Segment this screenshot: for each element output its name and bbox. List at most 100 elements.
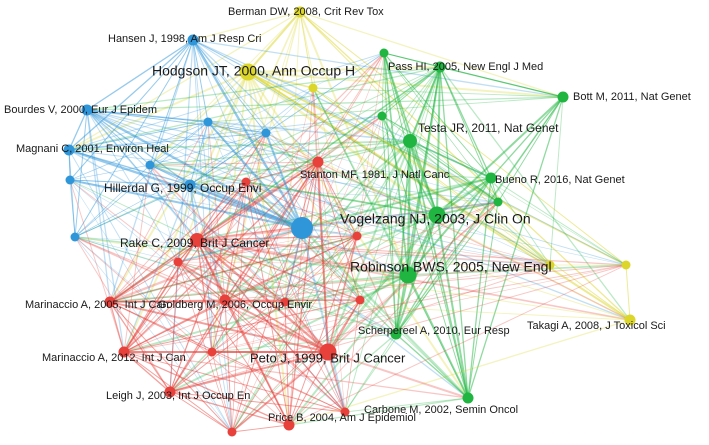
network-link bbox=[247, 11, 301, 73]
node-label-robinson: Robinson BWS, 2005, New Engl bbox=[350, 259, 552, 275]
network-link bbox=[109, 301, 346, 413]
node-r2[interactable] bbox=[352, 231, 362, 241]
network-link bbox=[69, 179, 76, 238]
node-r6[interactable] bbox=[227, 427, 237, 437]
network-link bbox=[86, 109, 247, 183]
network-link bbox=[196, 52, 385, 241]
network-link bbox=[177, 227, 303, 263]
node-g2[interactable] bbox=[377, 111, 387, 121]
network-link bbox=[86, 66, 441, 111]
network-link bbox=[395, 274, 409, 335]
network-link bbox=[86, 109, 631, 321]
node-b3[interactable] bbox=[65, 175, 75, 185]
node-b5[interactable] bbox=[145, 160, 155, 170]
network-link bbox=[245, 11, 301, 183]
network-link bbox=[207, 121, 499, 203]
node-pass[interactable] bbox=[434, 61, 446, 73]
node-g3[interactable] bbox=[493, 197, 503, 207]
node-label-hodgson: Hodgson JT, 2000, Ann Occup H bbox=[152, 63, 355, 79]
node-y1[interactable] bbox=[308, 83, 318, 93]
node-goldberg[interactable] bbox=[219, 294, 231, 306]
node-robinson[interactable] bbox=[399, 266, 417, 284]
node-peto[interactable] bbox=[319, 343, 337, 361]
node-vogelzang[interactable] bbox=[428, 206, 446, 224]
node-marinaccio2005[interactable] bbox=[104, 296, 116, 308]
network-link bbox=[196, 238, 409, 277]
node-r7[interactable] bbox=[340, 407, 350, 417]
node-rake[interactable] bbox=[190, 233, 204, 247]
network-link bbox=[409, 66, 441, 142]
network-link bbox=[245, 181, 551, 266]
network-link bbox=[317, 161, 397, 335]
network-link bbox=[211, 301, 286, 353]
node-r5[interactable] bbox=[207, 347, 217, 357]
node-berman[interactable] bbox=[294, 6, 306, 18]
node-carbone[interactable] bbox=[462, 392, 474, 404]
network-link bbox=[149, 11, 301, 166]
node-scherpereel[interactable] bbox=[390, 328, 402, 340]
network-link bbox=[245, 181, 303, 229]
node-bueno[interactable] bbox=[485, 172, 497, 184]
network-link bbox=[284, 201, 499, 303]
node-g1[interactable] bbox=[379, 48, 389, 58]
node-label-goldberg: Goldberg M, 2006, Occup Envir bbox=[158, 299, 312, 311]
network-link bbox=[407, 274, 469, 399]
network-link bbox=[224, 299, 233, 433]
network-link bbox=[395, 333, 469, 399]
network-link bbox=[74, 236, 171, 393]
network-link bbox=[224, 299, 329, 353]
node-hansen[interactable] bbox=[187, 34, 199, 46]
node-label-bueno: Bueno R, 2016, Nat Genet bbox=[495, 174, 625, 186]
network-link bbox=[288, 274, 409, 426]
node-stanton[interactable] bbox=[312, 156, 324, 168]
network-link bbox=[265, 87, 314, 134]
network-link bbox=[74, 236, 290, 426]
network-link bbox=[265, 132, 319, 163]
network-link bbox=[177, 261, 329, 353]
network-link bbox=[383, 52, 499, 203]
network-link bbox=[177, 261, 226, 301]
node-bott[interactable] bbox=[557, 91, 569, 103]
network-link bbox=[327, 235, 358, 353]
network-link bbox=[68, 115, 383, 151]
node-center[interactable] bbox=[291, 217, 313, 239]
node-y2[interactable] bbox=[621, 260, 631, 270]
network-link bbox=[74, 236, 179, 263]
network-link bbox=[207, 121, 213, 353]
node-magnani[interactable] bbox=[63, 144, 75, 156]
network-link bbox=[224, 181, 247, 301]
node-hillerdal[interactable] bbox=[184, 179, 196, 191]
network-link bbox=[74, 39, 194, 238]
network-link bbox=[497, 96, 564, 203]
network-link bbox=[74, 236, 233, 433]
node-b2[interactable] bbox=[261, 128, 271, 138]
node-testa[interactable] bbox=[403, 134, 417, 148]
network-link bbox=[312, 87, 551, 266]
network-link bbox=[245, 140, 411, 183]
node-y3[interactable] bbox=[545, 260, 555, 270]
network-link bbox=[74, 236, 226, 301]
network-link bbox=[247, 66, 441, 73]
network-link bbox=[359, 274, 409, 301]
network-link bbox=[177, 71, 249, 263]
node-bourdes[interactable] bbox=[81, 104, 93, 116]
node-price[interactable] bbox=[283, 419, 295, 431]
node-r4[interactable] bbox=[355, 295, 365, 305]
node-r8[interactable] bbox=[173, 257, 183, 267]
network-link bbox=[109, 181, 247, 303]
network-link bbox=[123, 201, 499, 353]
node-hodgson[interactable] bbox=[239, 63, 257, 81]
network-link bbox=[74, 236, 213, 353]
node-b4[interactable] bbox=[70, 232, 80, 242]
network-link bbox=[169, 161, 319, 393]
node-r1[interactable] bbox=[241, 177, 251, 187]
network-link bbox=[207, 121, 303, 229]
node-r3[interactable] bbox=[280, 297, 290, 307]
node-leigh[interactable] bbox=[164, 386, 176, 398]
node-marinaccio2012[interactable] bbox=[118, 346, 130, 358]
node-b1[interactable] bbox=[203, 117, 213, 127]
network-link bbox=[247, 71, 361, 301]
node-takagi[interactable] bbox=[624, 314, 636, 326]
network-link bbox=[383, 52, 492, 179]
network-link bbox=[381, 115, 627, 266]
